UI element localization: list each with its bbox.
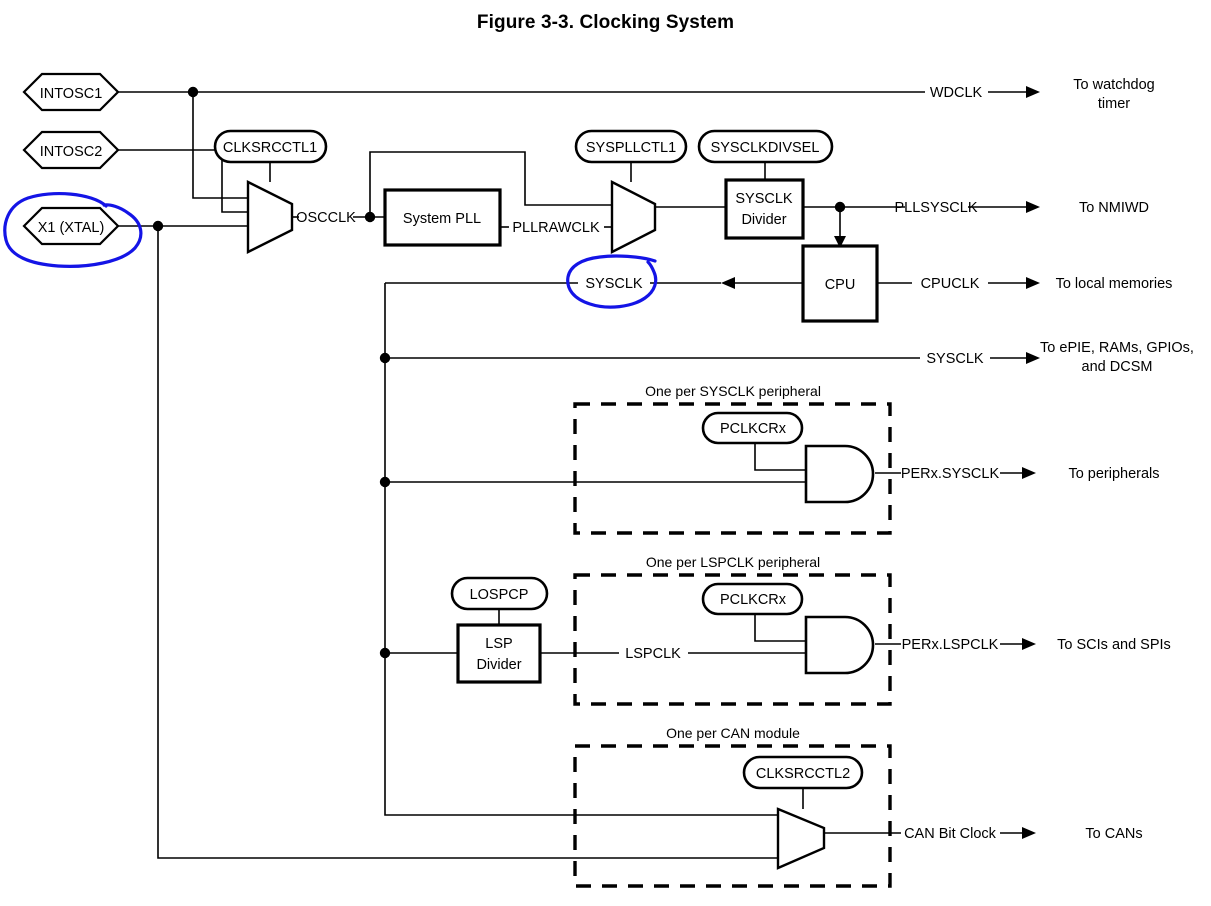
destination-scis-spis: To SCIs and SPIs — [1057, 637, 1171, 653]
signal-label-can-bit-clock: CAN Bit Clock — [904, 826, 997, 842]
ink-circle-sysclk — [566, 254, 658, 309]
signal-label-per-sysclk: PERx.SYSCLK — [901, 466, 1000, 482]
register-pclkcrx-lspclk: PCLKCRx — [701, 582, 804, 616]
destination-local-memories: To local memories — [1056, 276, 1173, 292]
and-gate-lspclk-peripheral — [804, 615, 875, 675]
ink-annotation-layer — [3, 192, 658, 309]
source-label: INTOSC2 — [40, 144, 103, 160]
destination-cans: To CANs — [1085, 826, 1142, 842]
register-label: CLKSRCCTL1 — [223, 140, 317, 156]
signal-label-cpuclk: CPUCLK — [921, 276, 980, 292]
junction-dots — [152, 86, 846, 659]
group-box-lspclk-peripheral — [573, 573, 892, 706]
signal-label-pllrawclk: PLLRAWCLK — [512, 220, 600, 236]
junction-dot — [152, 220, 164, 232]
signal-label-lspclk: LSPCLK — [625, 646, 681, 662]
page-title: Figure 3-3. Clocking System — [476, 12, 735, 33]
register-lospcp: LOSPCP — [450, 576, 549, 611]
mux-clksrcctl2 — [776, 807, 826, 870]
register-label: SYSCLKDIVSEL — [711, 140, 820, 156]
junction-dot — [379, 476, 391, 488]
block-label-line1: SYSCLK — [735, 191, 793, 207]
signal-label-sysclk-cpu: SYSCLK — [585, 276, 643, 292]
mux-syspllctl1 — [610, 180, 657, 254]
junction-dot — [379, 647, 391, 659]
source-x1-xtal: X1 (XTAL) — [22, 206, 120, 246]
block-label-line2: Divider — [741, 212, 786, 228]
signal-label-oscclk: OSCCLK — [296, 210, 356, 226]
wire-layer — [112, 86, 1040, 859]
signal-label-per-lspclk: PERx.LSPCLK — [902, 637, 999, 653]
block-cpu: CPU — [801, 244, 879, 323]
group-box-can-module — [573, 744, 892, 888]
destination-nmiwd: To NMIWD — [1079, 200, 1149, 216]
register-pclkcrx-sysclk: PCLKCRx — [701, 411, 804, 445]
block-label: System PLL — [403, 211, 481, 227]
register-label: PCLKCRx — [720, 592, 787, 608]
block-label-line1: LSP — [485, 636, 512, 652]
register-label: LOSPCP — [470, 587, 529, 603]
junction-dot — [364, 211, 376, 223]
signal-label-pllsysclk: PLLSYSCLK — [894, 200, 977, 216]
destination-epie-line1: To ePIE, RAMs, GPIOs, — [1040, 340, 1194, 356]
block-label-line2: Divider — [476, 657, 521, 673]
block-label: CPU — [825, 277, 856, 293]
block-lsp-divider: LSP Divider — [456, 623, 542, 684]
source-label: INTOSC1 — [40, 86, 103, 102]
source-intosc2: INTOSC2 — [22, 130, 120, 170]
register-label: SYSPLLCTL1 — [586, 140, 676, 156]
register-clksrcctl1: CLKSRCCTL1 — [213, 129, 328, 164]
destination-epie-line2: and DCSM — [1082, 359, 1153, 375]
source-label: X1 (XTAL) — [38, 220, 105, 236]
register-syspllctl1: SYSPLLCTL1 — [574, 129, 688, 164]
group-note-can-module: One per CAN module — [666, 725, 800, 741]
junction-dot — [379, 352, 391, 364]
block-system-pll: System PLL — [383, 188, 502, 247]
signal-label-sysclk-bus: SYSCLK — [926, 351, 984, 367]
destination-watchdog-line2: timer — [1098, 96, 1130, 112]
and-gate-sysclk-peripheral — [804, 444, 875, 504]
group-note-lspclk-peripheral: One per LSPCLK peripheral — [646, 554, 820, 570]
block-sysclk-divider: SYSCLK Divider — [724, 178, 805, 240]
source-intosc1: INTOSC1 — [22, 72, 120, 112]
register-label: PCLKCRx — [720, 421, 787, 437]
destination-watchdog-line1: To watchdog — [1073, 77, 1154, 93]
group-box-sysclk-peripheral — [573, 402, 892, 535]
ink-circle-x1-xtal — [3, 192, 143, 268]
register-label: CLKSRCCTL2 — [756, 766, 850, 782]
mux-clksrcctl1 — [246, 180, 294, 254]
register-sysclkdivsel: SYSCLKDIVSEL — [697, 129, 834, 164]
register-clksrcctl2: CLKSRCCTL2 — [742, 755, 864, 790]
destination-peripherals: To peripherals — [1068, 466, 1159, 482]
signal-label-wdclk: WDCLK — [930, 85, 983, 101]
junction-dot — [834, 201, 846, 213]
junction-dot — [187, 86, 199, 98]
group-note-sysclk-peripheral: One per SYSCLK peripheral — [645, 383, 821, 399]
